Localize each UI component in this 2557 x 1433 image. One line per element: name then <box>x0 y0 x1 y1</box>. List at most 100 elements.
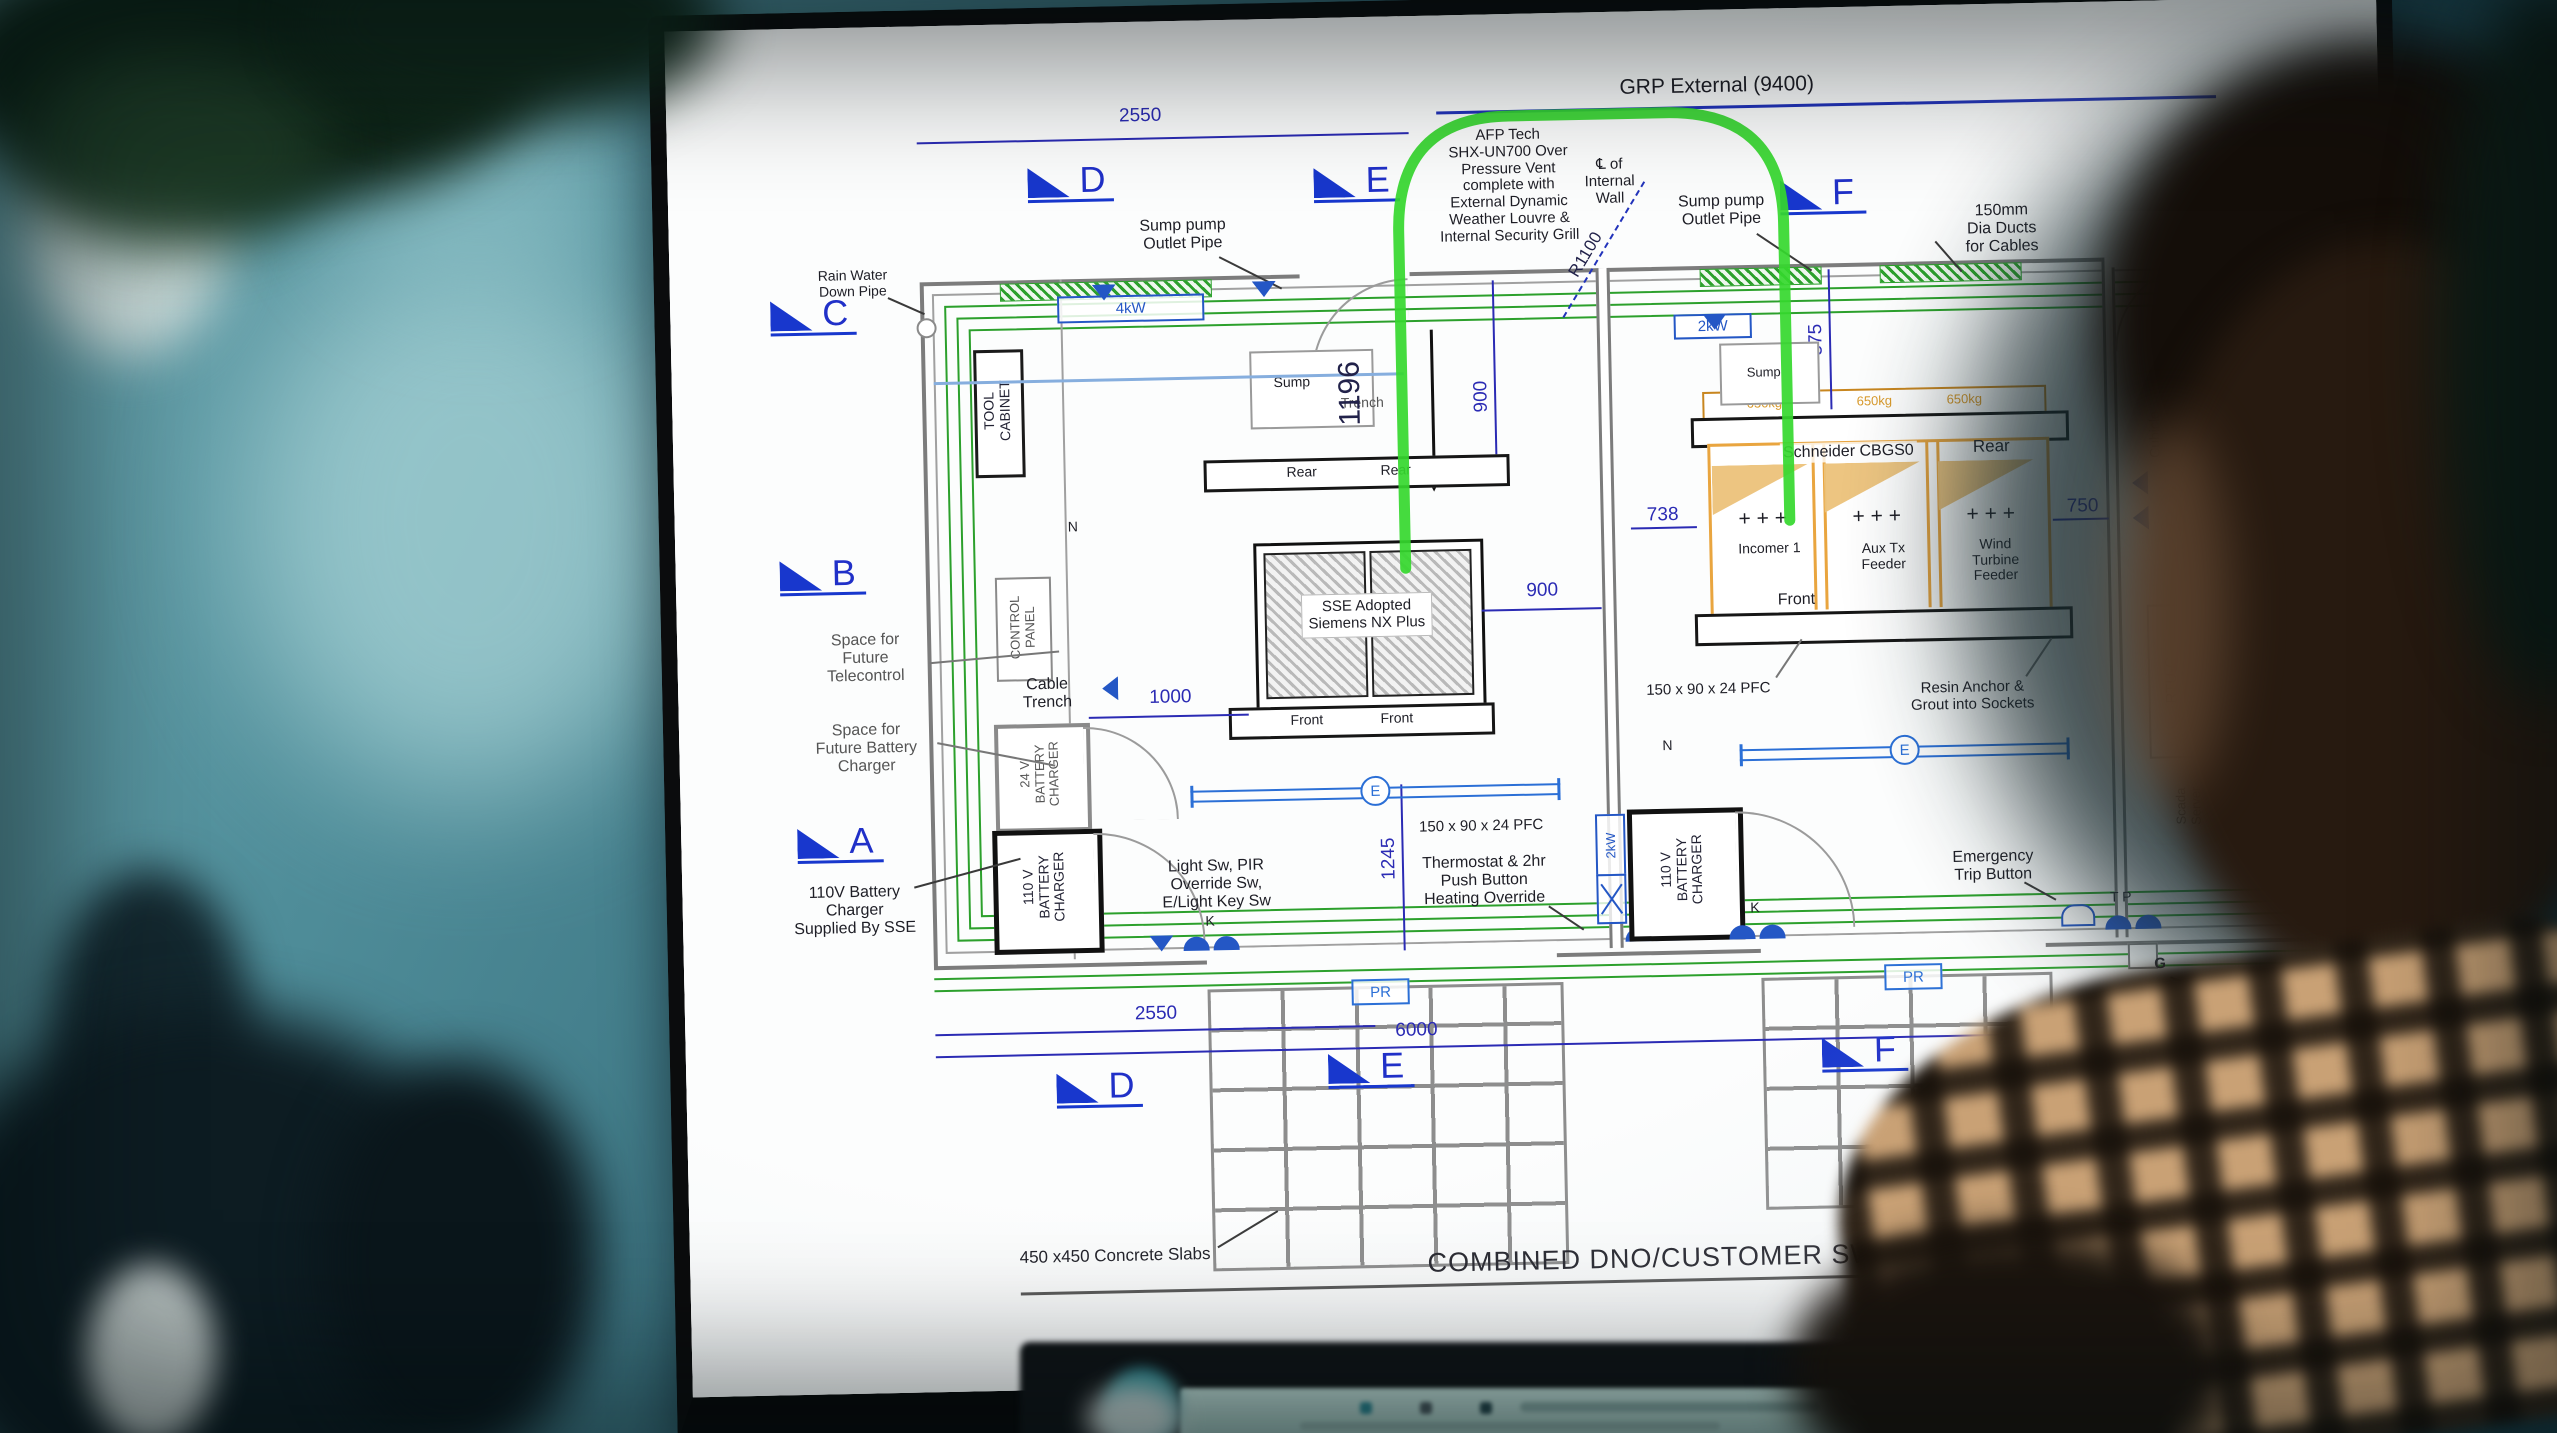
e-bar-tick <box>1190 785 1194 808</box>
tp-label-right: T P <box>2109 888 2132 905</box>
section-letter: D <box>1108 1064 1135 1106</box>
heater-2kw-right-xbox <box>1596 873 1628 925</box>
grp-external-underline <box>1436 95 2217 115</box>
concrete-slab-grid-left <box>1207 982 1570 1272</box>
dim-738: 738 <box>1646 503 1679 526</box>
flag-triangle <box>779 560 822 591</box>
grp-external-label: GRP External (9400) <box>1619 71 1815 99</box>
sump-pump-outlet-right: Sump pump Outlet Pipe <box>1677 191 1765 229</box>
dim-2550-top: 2550 <box>1118 104 1162 127</box>
flag-triangle <box>1328 1053 1371 1084</box>
sump-right-label: Sump <box>1746 364 1781 380</box>
g-section-letter: G <box>2223 1023 2257 1071</box>
floor-plan-drawing: GRP External (9400) 2550 AFP Tech SHX-UN… <box>694 0 2381 1364</box>
heater-2kw-right: 2kW <box>1594 813 1627 877</box>
cubicle-label: Cubicle <box>2145 411 2163 459</box>
charger-24v-label: 24 V BATTERY CHARGER <box>1016 741 1062 807</box>
g-small-label: G <box>2154 955 2167 973</box>
e-bar-tick <box>1557 778 1561 801</box>
section-letter: A <box>848 819 874 861</box>
k-label-left: K <box>1205 912 1215 929</box>
background-glow <box>240 240 700 800</box>
schneider-label: Schneider CBGS0 <box>1779 440 1917 464</box>
heater-2kw-right-label: 2kW <box>1602 831 1619 859</box>
dim-900v: 900 <box>1470 380 1492 413</box>
section-flag-f-bottom: F <box>1822 1028 1909 1073</box>
incomer-label: Incomer 1 <box>1738 539 1801 557</box>
dim-1196: 1196 <box>1332 360 1367 426</box>
e-circle-letter: E <box>1899 741 1910 759</box>
thermostat-label: Thermostat & 2hr Push Button Heating Ove… <box>1421 852 1546 908</box>
rear-label-1: Rear <box>1286 463 1318 480</box>
space-battery-label: Space for Future Battery Charger <box>815 721 918 776</box>
duct-hatch-3 <box>1879 262 2022 284</box>
sse-adopted-label: SSE Adopted Siemens NX Plus <box>1300 591 1433 639</box>
section-letter: C <box>821 291 849 334</box>
slabs-label: 450 x450 Concrete Slabs <box>1019 1243 1211 1267</box>
front-label-2: Front <box>1380 709 1414 726</box>
rtu-label: RTU-C <box>2162 656 2181 704</box>
dim-900h: 900 <box>1526 579 1559 602</box>
section-letter: E <box>1379 1044 1405 1086</box>
section-flag-d-bottom: D <box>1056 1064 1143 1109</box>
pr-label: PR <box>1370 983 1392 1001</box>
pr-box-left: PR <box>1351 978 1410 1006</box>
pfc-center-label: 150 x 90 x 24 PFC <box>1418 816 1544 836</box>
flag-triangle <box>770 301 813 332</box>
chair-dark <box>320 1060 600 1433</box>
section-flag-a: A <box>797 819 884 865</box>
dim-950: 950 <box>2290 796 2324 819</box>
siemens-rear-rail <box>1203 454 1511 493</box>
pr-box-right: PR <box>1884 963 1943 991</box>
n-label-corridor: N <box>2171 483 2182 500</box>
e-bar-tick <box>2066 737 2070 760</box>
distant-person <box>50 870 250 1190</box>
heater-4kw: 4kW <box>1056 293 1205 324</box>
flag-triangle <box>1822 1037 1865 1068</box>
monitor-screen: GRP External (9400) 2550 AFP Tech SHX-UN… <box>664 0 2405 1398</box>
section-flag-e-bottom: E <box>1328 1044 1415 1089</box>
aux-tx-label: Aux Tx Feeder <box>1861 539 1907 572</box>
wind-turbine-label: Wind Turbine Feeder <box>1972 535 2020 584</box>
plant-leaves-dark <box>0 0 540 210</box>
section-flag-c: C <box>770 292 857 337</box>
white-paper <box>86 1264 216 1433</box>
emergency-label: Emergency Trip Button <box>1952 847 2034 884</box>
flag-triangle <box>1780 179 1823 210</box>
plus-row-3: + + + <box>1966 501 2016 526</box>
ext-socket-label: External IP44 Generator Socket <box>2195 971 2314 1008</box>
section-letter: F <box>1831 170 1855 213</box>
flowers-white <box>28 116 228 356</box>
rear-label-schneider: Rear <box>1972 436 2010 456</box>
flag-triangle <box>1313 167 1356 198</box>
flag-triangle <box>1056 1073 1099 1104</box>
pfc-right-label: 150 x 90 x 24 PFC <box>1646 679 1771 699</box>
concrete-slab-grid-right <box>1761 971 2058 1210</box>
tool-cabinet-label: TOOL CABINET <box>980 380 1013 442</box>
section-flag-e-top: E <box>1313 159 1401 204</box>
resin-anchor-label: Resin Anchor & Grout into Sockets <box>1910 677 2035 714</box>
n-label-mid: N <box>1662 736 1673 754</box>
dim-2550-top-line <box>916 132 1409 145</box>
duct-hatch-2 <box>1699 266 1822 288</box>
n-label-left: N <box>1067 518 1079 535</box>
plus-row-1: + + + <box>1738 506 1788 531</box>
ducts-150-label: 150mm Dia Ducts for Cables <box>1965 201 2039 256</box>
kg-650-2: 650kg <box>1856 392 1893 409</box>
section-flag-d-top: D <box>1027 158 1114 204</box>
e-bar-tick <box>1739 744 1743 767</box>
front-label-1: Front <box>1290 711 1324 728</box>
section-flag-b: B <box>779 552 867 597</box>
charger-110v-left-label: 110 V BATTERY CHARGER <box>1019 851 1068 922</box>
dim-2550-bottom: 2550 <box>1134 1002 1178 1025</box>
afp-tech-note: AFP Tech SHX-UN700 Over Pressure Vent co… <box>1440 125 1580 246</box>
section-letter: F <box>1873 1028 1897 1070</box>
plant-leaves-mid <box>10 50 330 250</box>
cable-trench-label: Cable Trench <box>1022 675 1073 712</box>
emergency-dome <box>2060 903 2096 927</box>
flag-triangle <box>1027 167 1070 198</box>
section-letter: B <box>831 551 857 594</box>
section-letter: E <box>1365 158 1391 201</box>
charger-110v-mid-label: 110 V BATTERY CHARGER <box>1657 834 1706 905</box>
